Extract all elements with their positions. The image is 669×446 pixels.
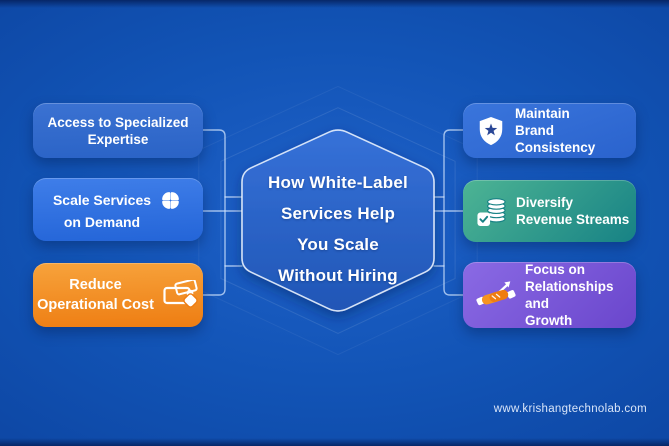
- main-title-line: How White-Label: [268, 173, 408, 192]
- handshake-arrow-icon: [476, 280, 516, 305]
- connector-line: [443, 129, 465, 296]
- card-label-line: Access to Specialized: [47, 114, 189, 130]
- main-title-line: Without Hiring: [278, 266, 398, 285]
- money-icon: [163, 280, 198, 308]
- card-label-line: Relationships and: [525, 279, 614, 311]
- card-label-line: Diversify: [516, 195, 574, 210]
- clover-icon: [162, 191, 179, 209]
- card-label-line: on Demand: [63, 213, 141, 230]
- card-revenue-streams: Diversify Revenue Streams: [463, 180, 636, 242]
- card-label-line: Operational Cost: [37, 297, 154, 313]
- coin-stack-icon: [477, 197, 506, 226]
- card-relationships-growth: Focus on Relationships and Growth: [463, 262, 636, 328]
- connectors-right: [433, 129, 465, 296]
- card-label-line: Revenue Streams: [516, 212, 630, 227]
- card-brand-consistency: Maintain Brand Consistency: [463, 103, 636, 158]
- card-reduce-cost: Reduce Operational Cost: [33, 263, 203, 327]
- shield-star-icon: [479, 116, 503, 145]
- card-access-expertise: Access to Specialized Expertise: [33, 103, 203, 158]
- connectors-left: [202, 129, 243, 296]
- card-label-line: Brand Consistency: [515, 123, 596, 155]
- main-title-line: You Scale: [297, 235, 379, 254]
- card-label-line: Focus on: [525, 262, 585, 277]
- card-scale-services: Scale Services on Demand: [33, 178, 203, 241]
- card-label-line: Reduce: [69, 277, 122, 293]
- main-title: How White-Label Services Help You Scale …: [242, 167, 434, 291]
- card-label-line: Expertise: [87, 131, 149, 147]
- card-label-line: Scale Services: [52, 191, 152, 208]
- connector-line: [202, 129, 226, 296]
- card-label-line: Maintain: [515, 106, 570, 121]
- website-url: www.krishangtechnolab.com: [493, 403, 647, 415]
- main-title-line: Services Help: [280, 204, 396, 223]
- card-label-line: Growth: [525, 313, 573, 328]
